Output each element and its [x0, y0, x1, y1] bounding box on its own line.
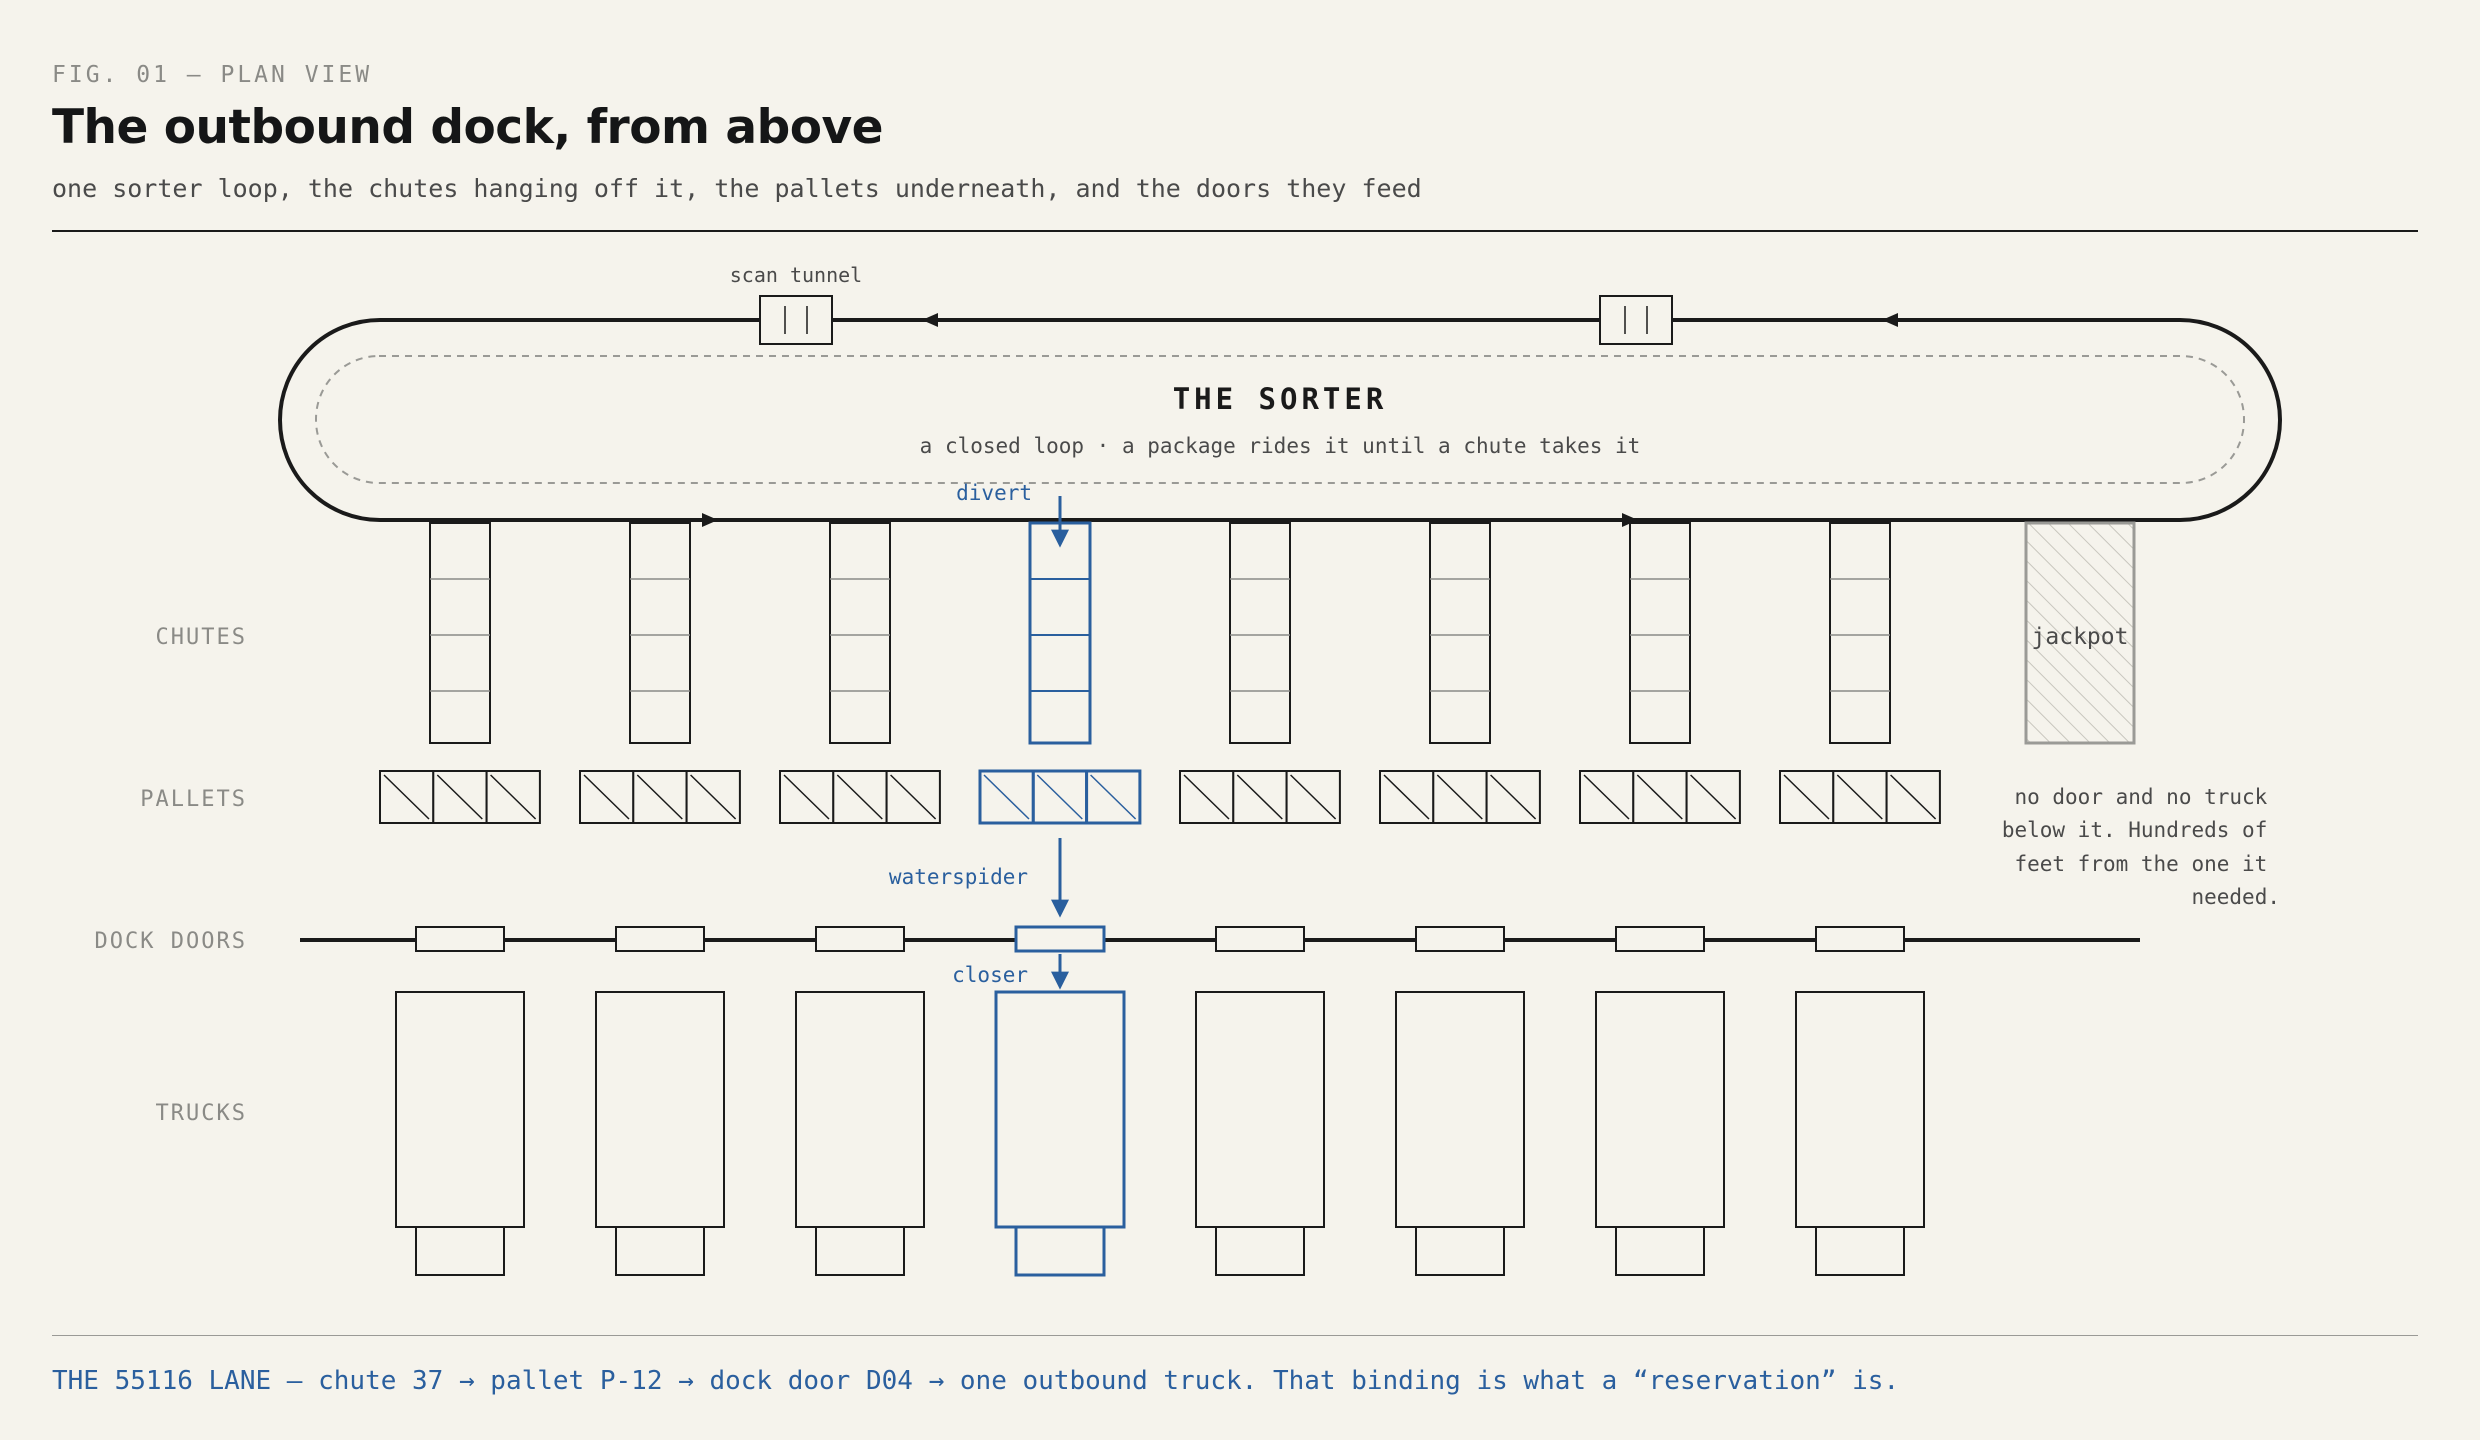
chute — [829, 522, 891, 744]
chute — [1028, 521, 1092, 745]
row-label-trucks: TRUCKS — [156, 1101, 247, 1126]
truck-cab — [415, 1226, 505, 1276]
chute — [1629, 522, 1691, 744]
header-divider — [52, 230, 2418, 232]
pallet-cell-diagonal — [1636, 774, 1683, 820]
truck-cab — [1415, 1226, 1505, 1276]
pallet-cell-diagonal — [1036, 774, 1083, 820]
jackpot-note-line: feet from the one it — [2014, 852, 2267, 876]
pallet-cell-diagonal — [436, 774, 483, 820]
sorter-loop — [278, 318, 2282, 522]
loop-direction-arrow-top-2 — [1882, 313, 1898, 327]
jackpot-label: jackpot — [2032, 624, 2129, 650]
divert-label: divert — [956, 481, 1032, 505]
closer-label: closer — [952, 963, 1028, 987]
truck-trailer — [1195, 991, 1325, 1228]
figure-label: FIG. 01 — PLAN VIEW — [52, 62, 373, 88]
sorter-inner-boundary — [315, 355, 2245, 484]
truck-trailer — [1595, 991, 1725, 1228]
pallet-cell-diagonal — [1690, 774, 1737, 820]
pallet-cell-diagonal — [1090, 774, 1137, 820]
pallet-cell-diagonal — [1436, 774, 1483, 820]
dock-door — [1415, 926, 1505, 952]
pallet-cell-diagonal — [783, 774, 830, 820]
row-label-pallets: PALLETS — [140, 787, 247, 812]
truck-cab — [1815, 1226, 1905, 1276]
chute — [429, 522, 491, 744]
dock-door — [1815, 926, 1905, 952]
row-label-chutes: CHUTES — [156, 625, 247, 650]
truck-cab — [1615, 1226, 1705, 1276]
scan-tunnel — [759, 295, 833, 345]
pallet-cell-diagonal — [1183, 774, 1230, 820]
waterspider-label: waterspider — [889, 865, 1028, 889]
footer-caption: THE 55116 LANE — chute 37 → pallet P-12 … — [52, 1366, 1900, 1396]
chute — [1829, 522, 1891, 744]
sorter-caption: a closed loop · a package rides it until… — [920, 434, 1641, 458]
pallet-cell-diagonal — [1890, 774, 1937, 820]
pallet-cell-diagonal — [636, 774, 683, 820]
dock-door — [615, 926, 705, 952]
scan-station — [1599, 295, 1673, 345]
chute — [629, 522, 691, 744]
dock-door — [815, 926, 905, 952]
truck-cab — [1014, 1225, 1106, 1277]
jackpot-note-line: below it. Hundreds of — [2002, 818, 2268, 842]
pallet-cell-diagonal — [583, 774, 630, 820]
pallet-cell-diagonal — [890, 774, 937, 820]
pallet-cell-diagonal — [490, 774, 537, 820]
pallet-cell-diagonal — [383, 774, 430, 820]
pallet-cell-diagonal — [836, 774, 883, 820]
loop-direction-arrow-bottom-2 — [1622, 513, 1638, 527]
dock-door — [1215, 926, 1305, 952]
pallet-cell-diagonal — [1583, 774, 1630, 820]
jackpot-note: no door and no truck below it. Hundreds … — [2002, 785, 2280, 909]
truck-trailer — [1395, 991, 1525, 1228]
jackpot-chute — [2024, 521, 2136, 745]
truck-trailer — [1795, 991, 1925, 1228]
pallet-cell-diagonal — [1836, 774, 1883, 820]
pallet-cell-diagonal — [690, 774, 737, 820]
truck-trailer — [395, 991, 525, 1228]
pallet-cell-diagonal — [1383, 774, 1430, 820]
truck-cab — [815, 1226, 905, 1276]
truck-cab — [1215, 1226, 1305, 1276]
jackpot-note-line: no door and no truck — [2014, 785, 2267, 809]
row-label-dock-doors: DOCK DOORS — [95, 929, 247, 954]
pallet-cell-diagonal — [1490, 774, 1537, 820]
loop-direction-arrow-top-1 — [922, 313, 938, 327]
page-title: The outbound dock, from above — [52, 100, 884, 155]
truck-trailer — [795, 991, 925, 1228]
pallet-cell-diagonal — [1783, 774, 1830, 820]
footer-divider — [52, 1335, 2418, 1336]
jackpot-note-line: needed. — [2191, 885, 2280, 909]
truck-trailer — [595, 991, 725, 1228]
pallet-cell-diagonal — [1236, 774, 1283, 820]
dock-door — [1615, 926, 1705, 952]
page-subtitle: one sorter loop, the chutes hanging off … — [52, 174, 1422, 203]
dock-plan-diagram: scan tunnel THE SORTER a closed loop · a… — [95, 263, 2282, 1277]
dock-door — [415, 926, 505, 952]
scan-tunnel-label: scan tunnel — [730, 263, 862, 287]
chute — [1229, 522, 1291, 744]
loop-direction-arrow-bottom-1 — [702, 513, 718, 527]
chute — [1429, 522, 1491, 744]
truck-trailer — [994, 990, 1126, 1229]
truck-cab — [615, 1226, 705, 1276]
pallet-cell-diagonal — [1290, 774, 1337, 820]
sorter-title: THE SORTER — [1173, 382, 1388, 416]
dock-door — [1014, 925, 1106, 953]
pallet-cell-diagonal — [983, 774, 1030, 820]
